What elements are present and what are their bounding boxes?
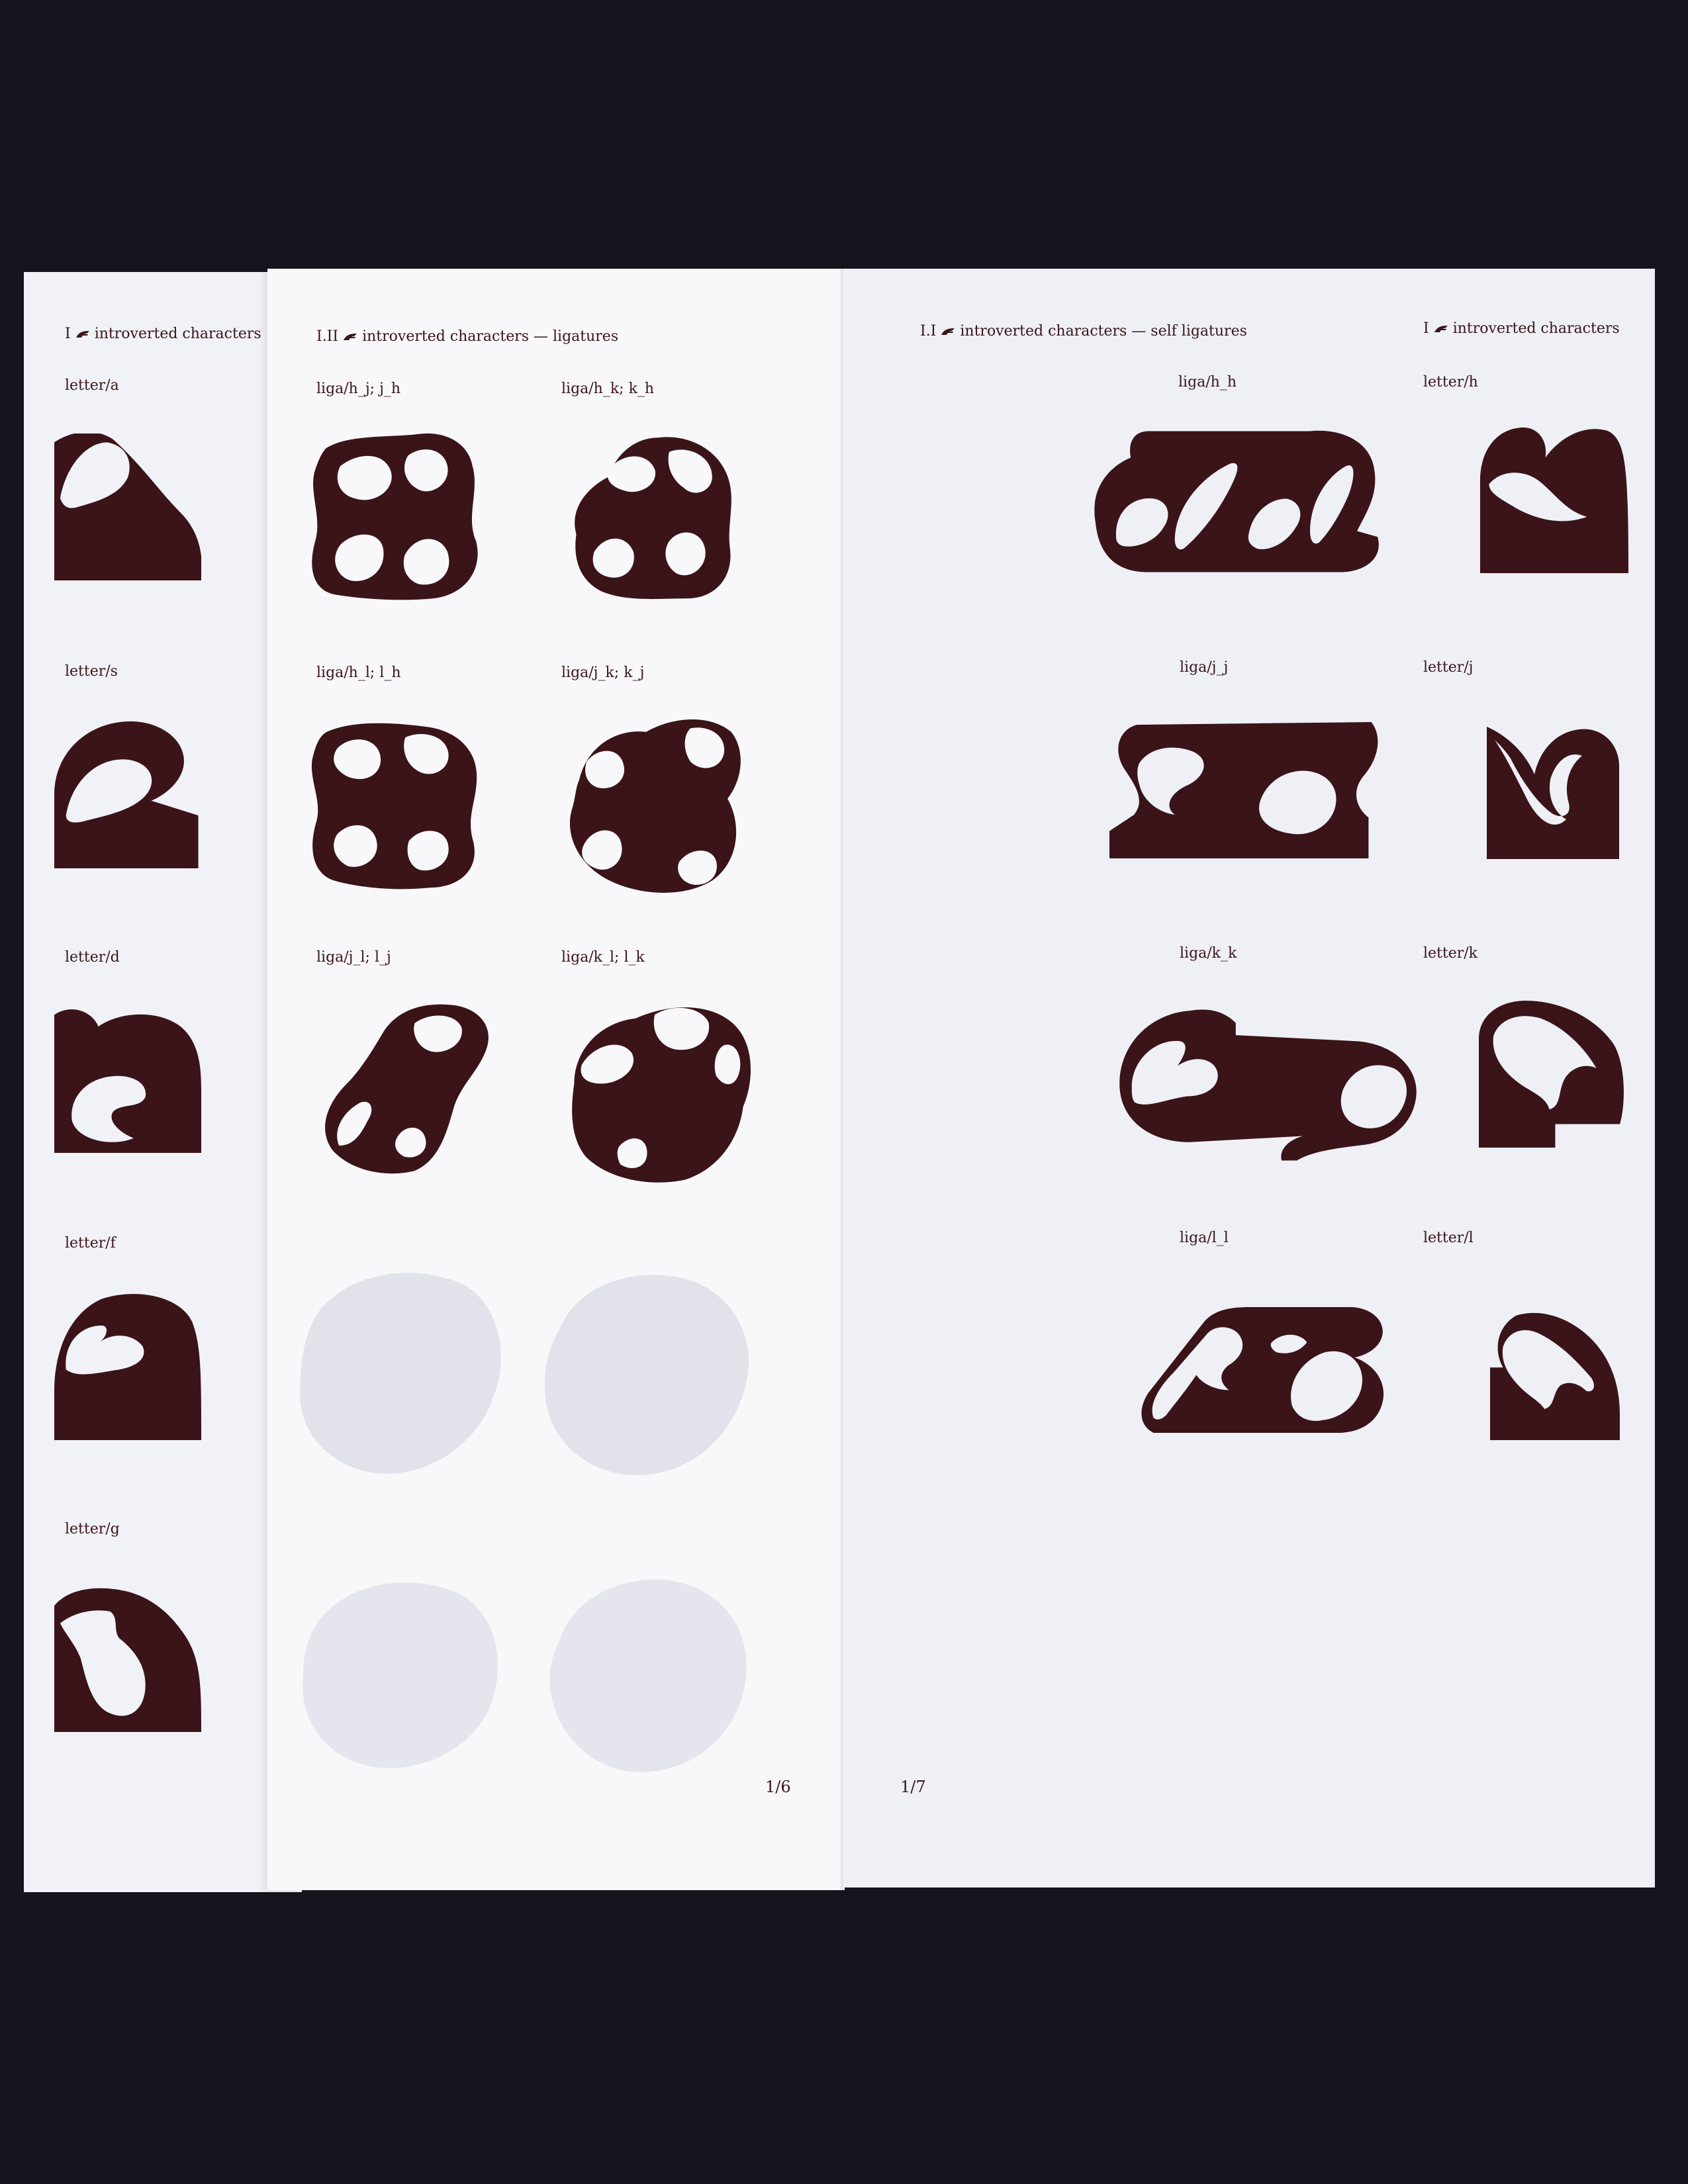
- typeface-logo-icon: [344, 334, 357, 340]
- ligature-j-l: [301, 998, 507, 1178]
- glyph-letter-a: [54, 433, 201, 580]
- ghost-ligature: [291, 1569, 510, 1780]
- glyph-letter-k: [1479, 999, 1626, 1149]
- ligature-h-l: [302, 716, 487, 895]
- typeface-logo-icon: [75, 331, 89, 338]
- ghost-ligature: [291, 1264, 510, 1482]
- typeface-logo-icon: [1434, 326, 1448, 332]
- right-header-title: introverted characters — self ligatures: [960, 323, 1247, 340]
- glyph-letter-g: [54, 1585, 201, 1732]
- right-header-numeral: I: [1423, 320, 1429, 337]
- glyph-letter-f: [54, 1291, 201, 1443]
- ligature-h-h: [1090, 426, 1383, 577]
- middle-header-title: introverted characters — ligatures: [362, 328, 619, 345]
- glyph-letter-s: [54, 721, 201, 868]
- ligature-j-k: [548, 713, 759, 899]
- specimen-label: liga/h_h: [1178, 374, 1237, 390]
- ligature-l-l: [1136, 1293, 1387, 1447]
- ghost-ligature: [538, 1264, 756, 1482]
- specimen-label: letter/g: [65, 1521, 120, 1537]
- ligature-h-j: [301, 427, 487, 606]
- left-header-title: introverted characters: [94, 326, 261, 342]
- page-number-left: 1/6: [765, 1778, 791, 1796]
- specimen-label: liga/l_l: [1180, 1230, 1229, 1246]
- ligature-k-l: [549, 995, 768, 1187]
- specimen-label: liga/h_j; j_h: [316, 381, 401, 397]
- glyph-letter-l: [1481, 1310, 1628, 1440]
- ligature-h-k: [547, 427, 756, 606]
- page-fold: [841, 269, 845, 1890]
- ghost-ligature: [543, 1569, 755, 1780]
- right-header-numeral: I.I: [920, 323, 937, 340]
- specimen-label: liga/j_j: [1180, 659, 1229, 676]
- specimen-label: liga/h_k; k_h: [561, 381, 655, 397]
- middle-header: I.II introverted characters — ligatures: [316, 328, 618, 345]
- page-number-right: 1/7: [900, 1778, 926, 1796]
- ligature-j-j: [1109, 715, 1382, 866]
- left-header-numeral: I: [65, 326, 71, 342]
- specimen-label: letter/s: [65, 663, 118, 680]
- specimen-label: letter/f: [65, 1235, 116, 1251]
- glyph-letter-j: [1479, 727, 1627, 859]
- specimen-label: letter/h: [1423, 374, 1478, 390]
- specimen-label: letter/a: [65, 377, 119, 394]
- specimen-label: liga/k_k: [1180, 945, 1237, 962]
- specimen-label: liga/k_l; l_k: [561, 949, 645, 966]
- middle-header-numeral: I.II: [316, 328, 339, 345]
- glyph-letter-h: [1480, 425, 1628, 573]
- specimen-label: liga/j_l; l_j: [316, 949, 391, 966]
- specimen-label: letter/k: [1423, 945, 1478, 962]
- specimen-label: letter/j: [1423, 659, 1474, 676]
- specimen-label: letter/l: [1423, 1230, 1474, 1246]
- specimen-label: liga/j_k; k_j: [561, 664, 645, 681]
- glyph-letter-d: [54, 1006, 201, 1153]
- typeface-logo-icon: [941, 328, 955, 335]
- ligature-k-k: [1113, 995, 1419, 1173]
- specimen-label: liga/h_l; l_h: [316, 664, 401, 681]
- right-header-left: I.I introverted characters — self ligatur…: [920, 323, 1247, 340]
- specimen-label: letter/d: [65, 949, 120, 966]
- right-header-title: introverted characters: [1452, 320, 1620, 337]
